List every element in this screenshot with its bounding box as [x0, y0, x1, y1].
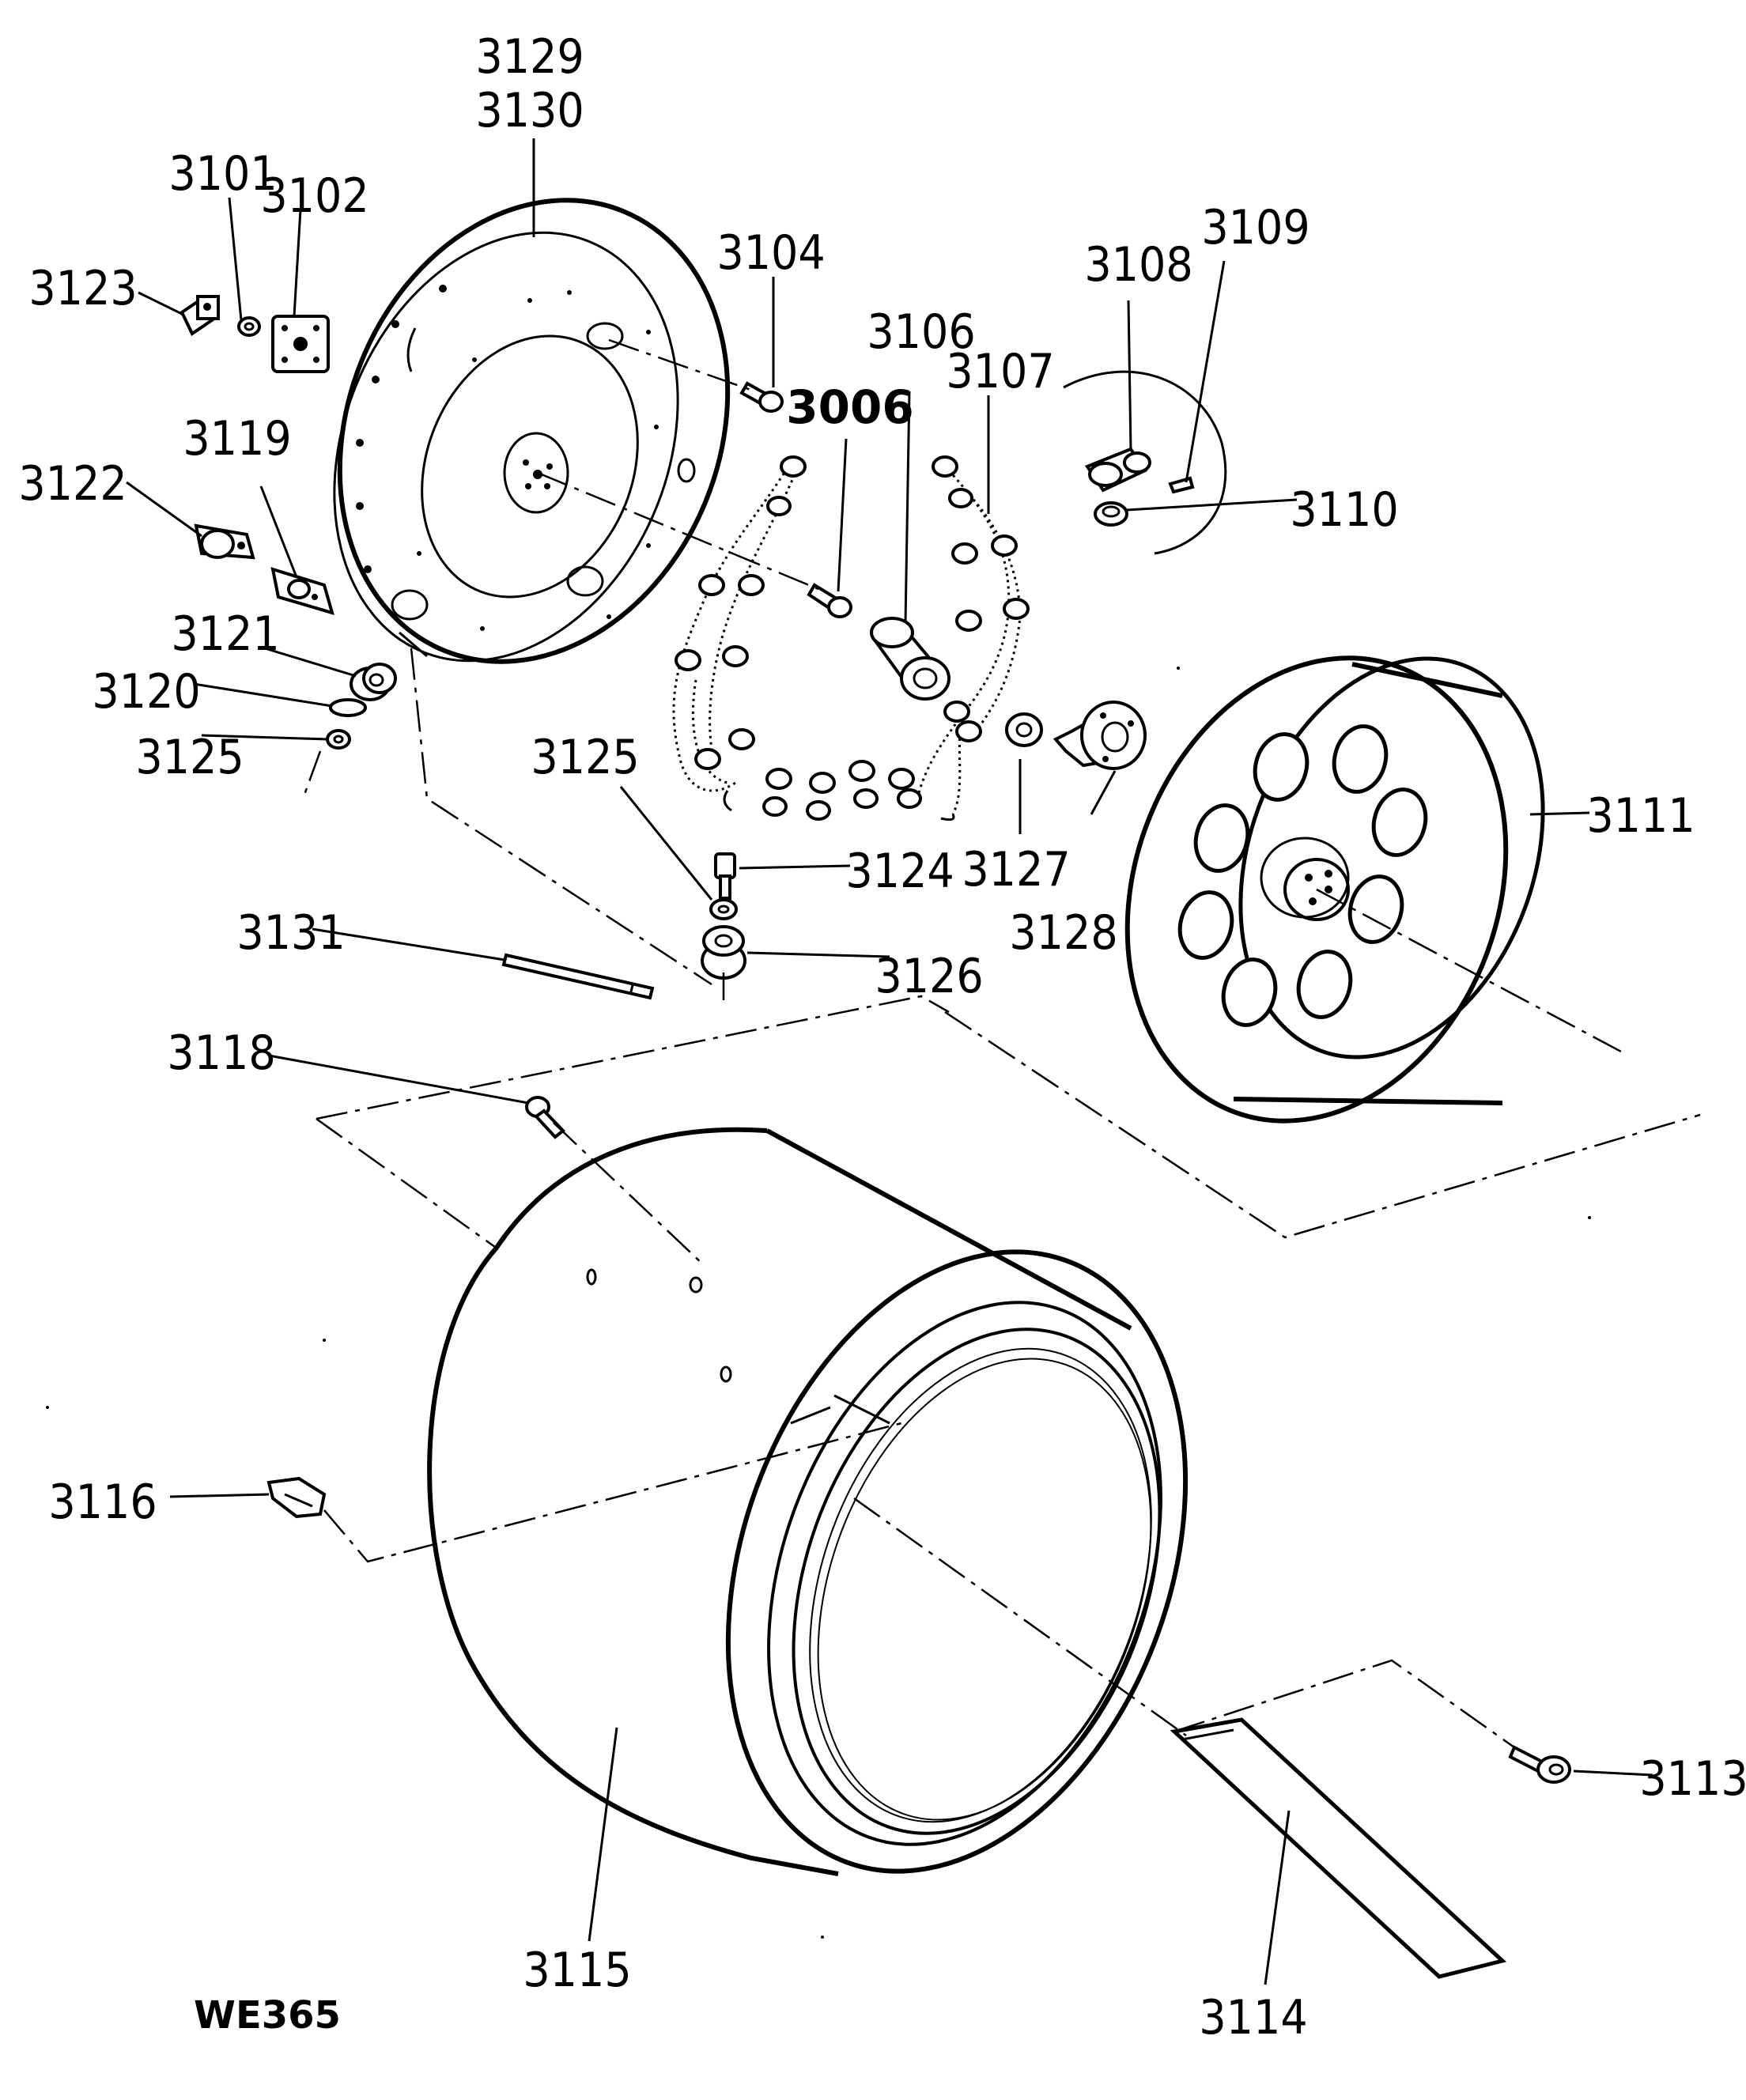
- assembly-lines: [303, 338, 1701, 1749]
- label-3106: 3106: [867, 304, 975, 360]
- bracket-3119: [270, 567, 334, 615]
- label-3124: 3124: [845, 844, 954, 899]
- nut-3125-left: [326, 729, 351, 750]
- label-3111: 3111: [1586, 788, 1695, 844]
- screw-3113: [1508, 1745, 1571, 1784]
- baffle-3114: [1170, 1717, 1507, 1979]
- screw-3124: [714, 852, 736, 900]
- bushing-3126: [701, 925, 746, 980]
- bearing-3106: [870, 617, 950, 701]
- label-3125-center: 3125: [531, 730, 639, 785]
- bracket-3122: [194, 523, 255, 560]
- drum-3115: [427, 1127, 1189, 1876]
- diagram-code: WE365: [194, 1993, 341, 2038]
- label-3104: 3104: [716, 225, 825, 281]
- label-3122: 3122: [18, 456, 127, 512]
- bushing-3121: [350, 663, 397, 701]
- label-3108: 3108: [1084, 237, 1192, 293]
- specks: [46, 667, 1591, 1939]
- bracket-3116: [266, 1476, 327, 1519]
- label-3109: 3109: [1201, 200, 1310, 255]
- nut-3125-center: [709, 898, 738, 920]
- label-3006: 3006: [786, 380, 913, 434]
- washer-3120: [329, 698, 367, 717]
- label-3120: 3120: [92, 664, 200, 720]
- label-3115: 3115: [523, 1943, 631, 1998]
- shaft-3131: [501, 953, 655, 1000]
- screw-3118: [525, 1096, 565, 1139]
- label-3107: 3107: [946, 344, 1054, 399]
- nut-3101: [237, 316, 261, 337]
- heating-element-3006: [672, 455, 836, 821]
- label-3101: 3101: [168, 146, 277, 202]
- label-3127: 3127: [962, 842, 1070, 897]
- clip-3123: [180, 295, 220, 336]
- back-panel-3129-3130: [333, 198, 731, 664]
- label-3116: 3116: [48, 1475, 157, 1530]
- label-3131: 3131: [236, 905, 345, 961]
- part-labels: 3129 3130 3101 3102 3123 3104 3006 3106 …: [18, 29, 1746, 2045]
- label-3128: 3128: [1009, 905, 1117, 961]
- label-3114: 3114: [1199, 1990, 1307, 2045]
- label-3125-left: 3125: [135, 730, 244, 785]
- label-3121: 3121: [171, 606, 279, 662]
- label-3110: 3110: [1290, 482, 1398, 538]
- label-3129: 3129: [475, 29, 584, 85]
- label-3126: 3126: [875, 949, 983, 1004]
- label-3118: 3118: [167, 1025, 275, 1081]
- screw-3006: [807, 583, 852, 618]
- leader-lines: [126, 138, 1653, 1985]
- label-3119: 3119: [183, 411, 291, 466]
- label-3113: 3113: [1639, 1751, 1746, 1807]
- label-3123: 3123: [28, 261, 137, 316]
- front-panel-3111: [1124, 655, 1545, 1124]
- screw-3104: [739, 381, 784, 413]
- plate-3102: [271, 315, 330, 373]
- hub-3128: [1053, 701, 1147, 770]
- label-3102: 3102: [260, 168, 368, 224]
- washer-3127: [1005, 712, 1043, 747]
- thermostat-group: [1063, 370, 1227, 555]
- heating-element-3107: [848, 455, 1030, 821]
- label-3130: 3130: [475, 83, 584, 138]
